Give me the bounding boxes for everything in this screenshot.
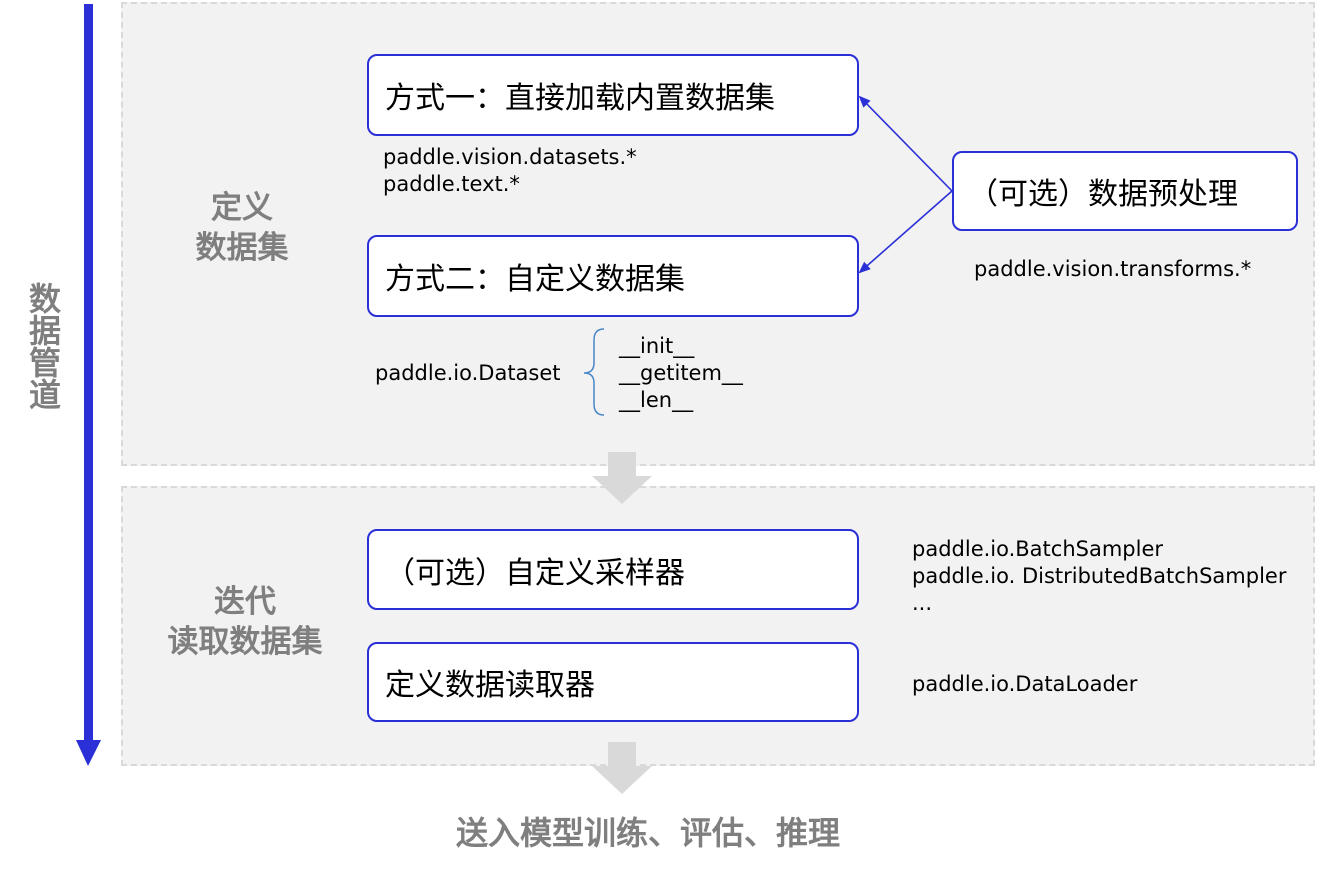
iterate-label-line2: 读取数据集 [167,624,323,660]
define-label-line1: 定义 [211,190,273,226]
preprocess-to-method2-arrow [858,190,953,274]
dataset-class-text: paddle.io.Dataset [375,361,561,385]
define-label-line2: 数据集 [195,230,289,266]
sampler-code-line1: paddle.io.BatchSampler [912,537,1164,561]
method1-code-line2: paddle.text.* [383,172,520,196]
loader-box: 定义数据读取器 [367,642,859,722]
method2-box: 方式二：自定义数据集 [367,235,859,317]
iterate-section-label: 迭代 读取数据集 [150,582,340,662]
sampler-code-line3: ... [912,591,933,615]
dataset-method-len: __len__ [619,388,694,412]
preprocess-to-method1-arrow [858,95,953,192]
pipeline-label: 数据管道 [24,282,62,410]
pipeline-arrow-shaft [84,4,93,742]
sampler-code-line2: paddle.io. DistributedBatchSampler [912,564,1287,588]
gray-down-arrow-1 [592,452,652,504]
preprocess-code: paddle.vision.transforms.* [974,257,1252,281]
iterate-label-line1: 迭代 [214,584,276,620]
dataset-method-init: __init__ [619,334,695,358]
method1-code-line1: paddle.vision.datasets.* [383,145,637,169]
method1-box: 方式一：直接加载内置数据集 [367,54,859,136]
dataset-methods-list: __init__ __getitem__ __len__ [619,333,743,414]
sampler-box: （可选）自定义采样器 [367,529,859,610]
gray-down-arrow-2 [592,742,652,794]
sampler-code: paddle.io.BatchSampler paddle.io. Distri… [912,536,1286,617]
pipeline-arrow-head [76,740,101,766]
output-text: 送入模型训练、评估、推理 [455,814,840,852]
loader-code: paddle.io.DataLoader [912,672,1138,696]
dataset-method-getitem: __getitem__ [619,361,743,385]
methods-brace [583,328,605,416]
method1-code: paddle.vision.datasets.* paddle.text.* [383,144,637,198]
define-section-label: 定义 数据集 [172,188,312,268]
preprocess-box: （可选）数据预处理 [952,151,1298,231]
